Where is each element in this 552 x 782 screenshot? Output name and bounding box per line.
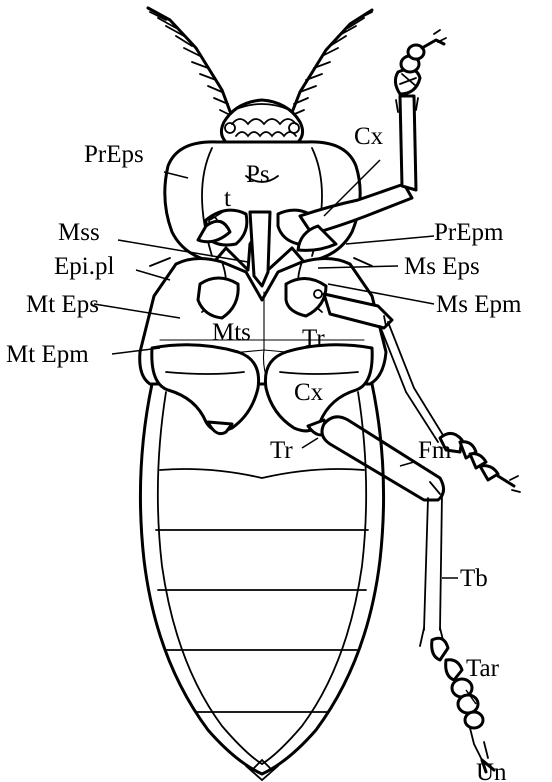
label-epi-pl: Epi.pl bbox=[54, 253, 114, 280]
label-tr-mid: Tr bbox=[302, 325, 325, 352]
head bbox=[221, 100, 302, 142]
label-cx-top: Cx bbox=[354, 123, 384, 150]
label-un: Un bbox=[476, 759, 507, 782]
label-mt-eps: Mt Eps bbox=[26, 291, 99, 318]
label-tar: Tar bbox=[466, 655, 500, 682]
label-tb: Tb bbox=[460, 565, 488, 592]
label-ps: Ps bbox=[246, 161, 270, 188]
label-t: t bbox=[224, 185, 231, 212]
hind-leg bbox=[322, 417, 494, 772]
label-fm: Fm bbox=[418, 437, 452, 464]
label-mss: Mss bbox=[58, 219, 100, 246]
label-tr-hind: Tr bbox=[270, 437, 293, 464]
label-mt-epm: Mt Epm bbox=[6, 341, 89, 368]
label-pr-epm: PrEpm bbox=[434, 219, 504, 246]
label-cx-bottom: Cx bbox=[294, 379, 324, 406]
label-ms-eps: Ms Eps bbox=[404, 253, 480, 280]
label-pr-eps: PrEps bbox=[84, 141, 144, 168]
label-mts: Mts bbox=[212, 319, 251, 346]
label-ms-epm: Ms Epm bbox=[436, 291, 522, 318]
